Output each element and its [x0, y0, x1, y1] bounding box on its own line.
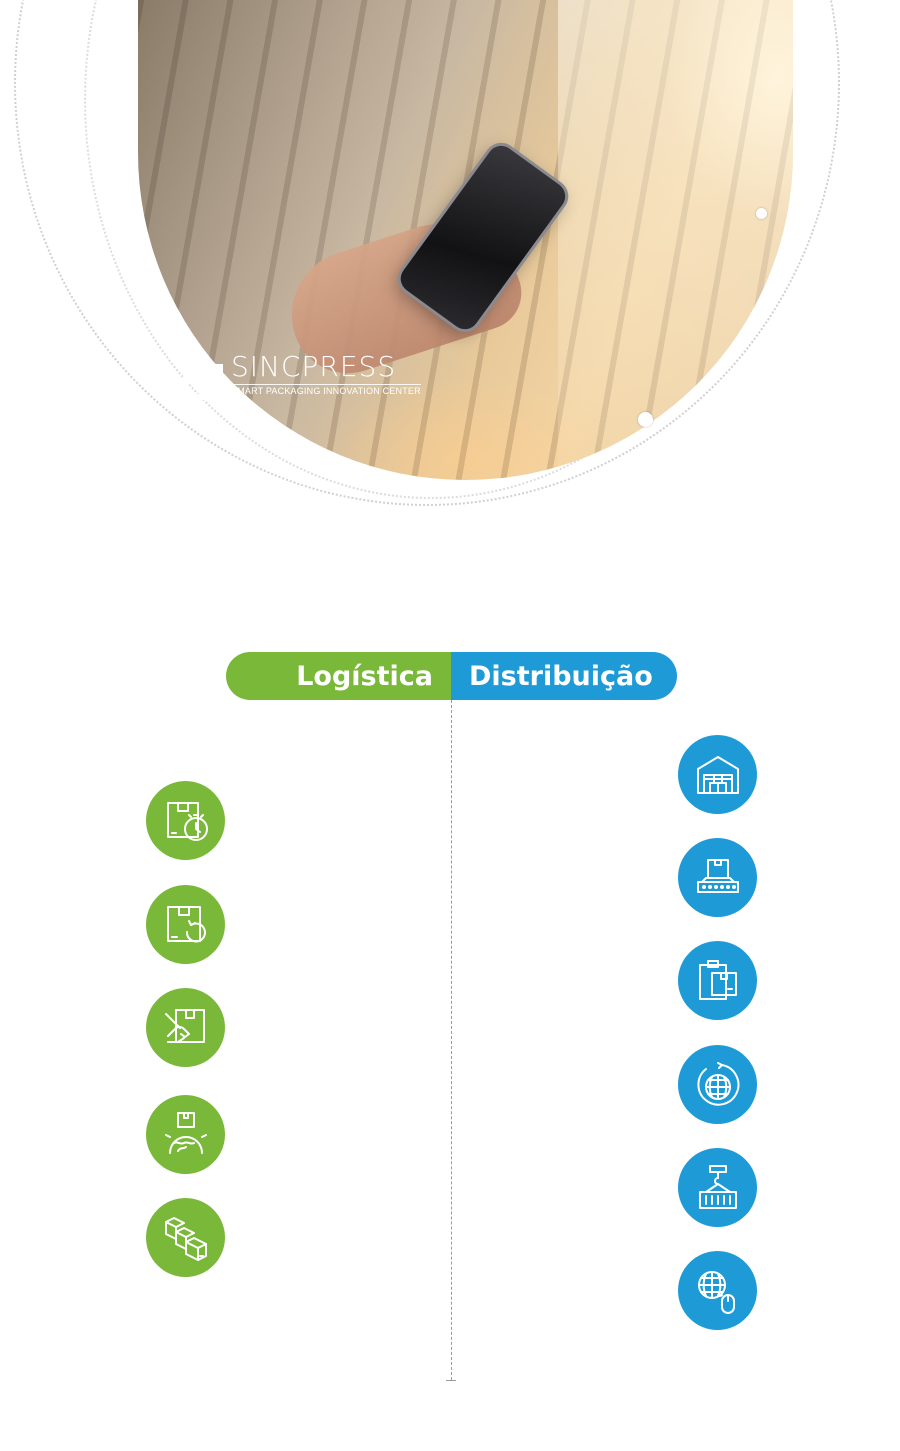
box-handover-icon — [146, 988, 225, 1067]
distribution-header: Distribuição — [451, 652, 677, 700]
brand-name: SINCPRESS — [231, 350, 397, 383]
globe-mouse-icon — [678, 1251, 757, 1330]
box-return-icon — [146, 885, 225, 964]
timeline-divider-end — [446, 1380, 456, 1381]
logistics-header: Logística — [226, 652, 451, 700]
stacked-boxes-icon — [146, 1198, 225, 1277]
warehouse-icon — [678, 735, 757, 814]
sincpress-logo-mark-icon — [177, 352, 223, 400]
box-timer-icon — [146, 781, 225, 860]
timeline-divider — [451, 700, 452, 1380]
orbit-dot — [756, 208, 767, 219]
box-global-shipping-icon — [146, 1095, 225, 1174]
clipboard-box-icon — [678, 941, 757, 1020]
ceiling-lights — [558, 0, 793, 480]
brand-tagline: SMART PACKAGING INNOVATION CENTER — [231, 384, 421, 396]
hero-warehouse-photo — [138, 0, 793, 480]
logistics-label: Logística — [296, 660, 433, 692]
conveyor-box-icon — [678, 838, 757, 917]
sincpress-logo: SINCPRESS SMART PACKAGING INNOVATION CEN… — [177, 350, 421, 400]
globe-rotate-icon — [678, 1045, 757, 1124]
orbit-dot — [638, 412, 653, 427]
crane-container-icon — [678, 1148, 757, 1227]
distribution-label: Distribuição — [469, 660, 653, 692]
